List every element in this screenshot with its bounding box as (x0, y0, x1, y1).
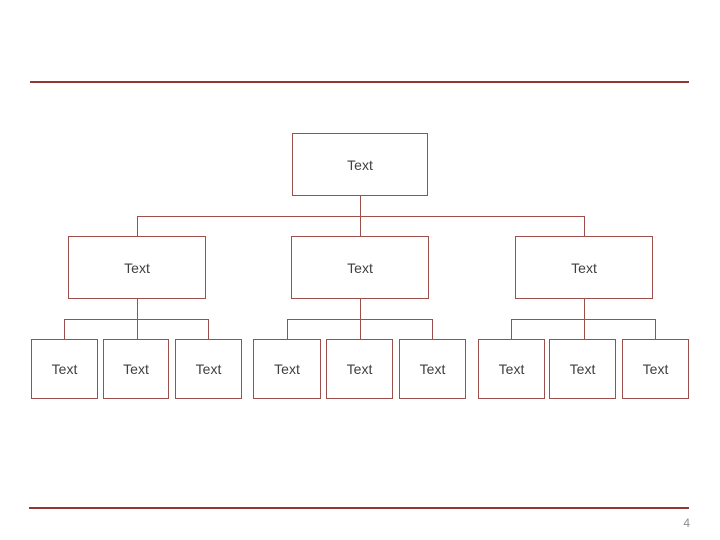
connector-line (360, 196, 361, 216)
org-node-branch-2[interactable]: Text (291, 236, 429, 299)
org-node-leaf-3-3[interactable]: Text (622, 339, 689, 399)
connector-line (137, 299, 138, 319)
org-node-leaf-2-1[interactable]: Text (253, 339, 321, 399)
org-node-leaf-1-1-label: Text (51, 361, 78, 377)
connector-line (360, 319, 361, 339)
org-node-leaf-1-1[interactable]: Text (31, 339, 98, 399)
connector-line (432, 319, 433, 339)
page-number: 4 (683, 516, 690, 530)
connector-line (137, 216, 138, 236)
connector-line (208, 319, 209, 339)
connector-line (360, 216, 361, 236)
connector-line (655, 319, 656, 339)
org-node-leaf-2-3-label: Text (419, 361, 446, 377)
org-node-root-label: Text (347, 156, 373, 173)
org-node-leaf-3-2[interactable]: Text (549, 339, 616, 399)
org-node-branch-3[interactable]: Text (515, 236, 653, 299)
org-node-branch-3-label: Text (571, 259, 597, 276)
org-node-leaf-2-2[interactable]: Text (326, 339, 393, 399)
connector-line (511, 319, 656, 320)
connector-line (584, 216, 585, 236)
connector-line (287, 319, 288, 339)
org-node-leaf-2-3[interactable]: Text (399, 339, 466, 399)
org-node-branch-1[interactable]: Text (68, 236, 206, 299)
org-node-leaf-3-2-label: Text (569, 361, 596, 377)
top-divider-line (30, 81, 689, 83)
org-node-leaf-1-3-label: Text (195, 361, 222, 377)
connector-line (137, 319, 138, 339)
org-node-leaf-2-1-label: Text (274, 361, 300, 377)
org-node-leaf-1-3[interactable]: Text (175, 339, 242, 399)
bottom-divider-line (29, 507, 689, 509)
org-node-branch-2-label: Text (347, 259, 373, 276)
connector-line (511, 319, 512, 339)
org-node-leaf-3-3-label: Text (642, 361, 669, 377)
org-node-branch-1-label: Text (124, 259, 150, 276)
org-node-leaf-1-2-label: Text (123, 361, 149, 377)
connector-line (584, 319, 585, 339)
org-node-leaf-1-2[interactable]: Text (103, 339, 169, 399)
connector-line (584, 299, 585, 319)
org-node-leaf-2-2-label: Text (346, 361, 373, 377)
org-node-root[interactable]: Text (292, 133, 428, 196)
org-node-leaf-3-1[interactable]: Text (478, 339, 545, 399)
org-node-leaf-3-1-label: Text (498, 361, 525, 377)
connector-line (64, 319, 65, 339)
connector-line (64, 319, 209, 320)
connector-line (360, 299, 361, 319)
connector-line (137, 216, 585, 217)
